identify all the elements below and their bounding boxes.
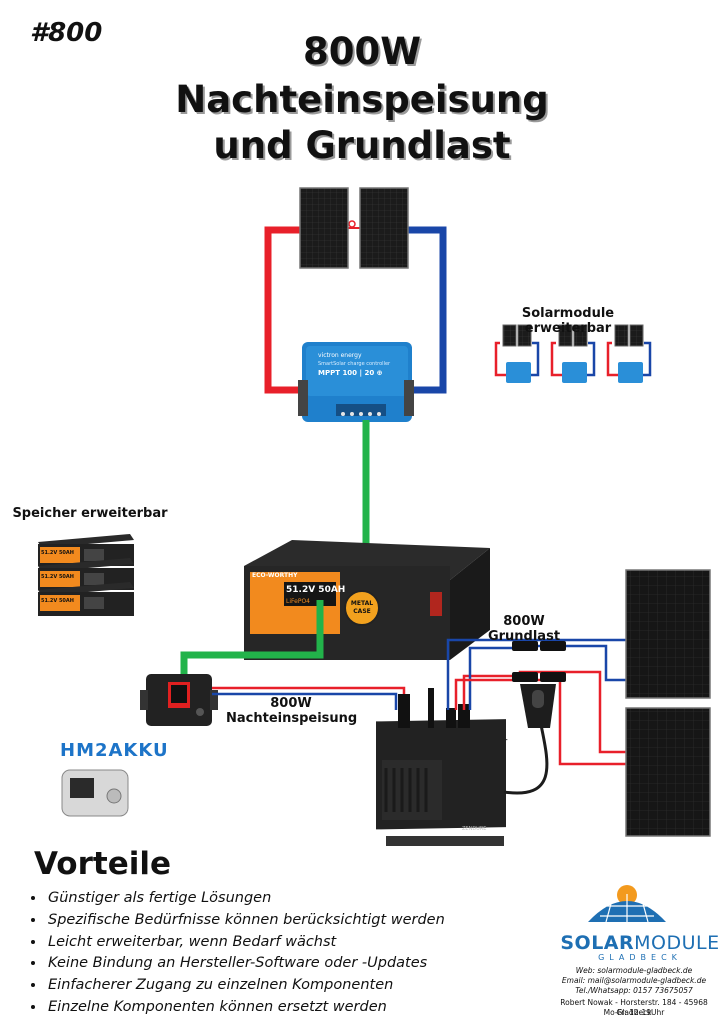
hm2akku-product-image: [61, 769, 129, 817]
solar-expansion-set: [494, 324, 652, 383]
list-item: Einfacherer Zugang zu einzelnen Komponen…: [46, 975, 445, 997]
label-solar-expandable: Solarmodule erweiterbar: [521, 306, 615, 336]
metal-case-badge-2: CASE: [353, 608, 371, 615]
title-line-1: 800W: [302, 30, 422, 73]
logo-module: MODULE: [634, 932, 720, 954]
product-tag: #800: [30, 18, 103, 48]
solar-panel-right-top: [625, 569, 711, 699]
controller-model: SmartSolar charge controller: [318, 361, 391, 367]
solar-panel-right-bottom: [625, 707, 711, 837]
dc-wire-battery-hm2akku: [180, 600, 324, 674]
contact-hours: Mo-Fr: 12-19Uhr: [603, 1008, 665, 1017]
ac-negative-night-feed: [212, 692, 398, 710]
benefits-heading: Vorteile: [34, 846, 172, 882]
list-item: Spezifische Bedürfnisse können berücksic…: [46, 910, 445, 932]
contact-address: Robert Nowak - Horsterstr. 184 - 45968 G…: [560, 998, 708, 1017]
solar-panel-left: [299, 187, 349, 269]
battery-brand: ECO-WORTHY: [252, 572, 298, 579]
ac-cable: [503, 719, 549, 795]
list-item: Leicht erweiterbar, wenn Bedarf wächst: [46, 932, 445, 954]
small-battery-rating-1: 51.2V 50AH: [41, 550, 74, 556]
mppt-charge-controller: [298, 342, 414, 422]
label-base-load: 800W Grundlast: [487, 614, 561, 644]
metal-case-badge-1: METAL: [350, 600, 374, 607]
solarmodule-logo-mark: [588, 885, 666, 923]
contact-web: Web: solarmodule-gladbeck.de: [575, 966, 693, 975]
list-item: Einzelne Komponenten können ersetzt werd…: [46, 997, 445, 1019]
positive-wire-top: [264, 226, 312, 394]
logo-solar: SOLAR: [560, 932, 635, 954]
list-item: Keine Bindung an Hersteller-Software ode…: [46, 953, 445, 975]
small-battery-rating-2: 51.2V 50AH: [41, 574, 74, 580]
hm2akku-device: [140, 674, 218, 726]
battery-chemistry: LiFePO4: [286, 598, 310, 605]
label-night-feed: 800W Nachteinspeisung: [226, 696, 358, 726]
micro-inverter: [376, 688, 508, 846]
company-logo-text: SOLARMODULE: [560, 932, 720, 954]
small-battery-rating-3: 51.2V 50AH: [41, 598, 74, 604]
main-battery: [244, 540, 490, 660]
solar-panel-right: [359, 187, 409, 269]
contact-phone: Tel./Whatsapp: 0157 73675057: [575, 986, 693, 995]
negative-wire-top: [402, 226, 447, 394]
label-hm2akku: HM2AKKU: [60, 740, 169, 761]
inverter-brand: ZENDURE: [462, 826, 487, 832]
list-item: Günstiger als fertige Lösungen: [46, 888, 445, 910]
battery-expansion-stack: [38, 534, 134, 616]
title-line-2: Nachteinspeisung: [175, 78, 549, 121]
controller-brand: victron energy: [318, 352, 362, 359]
battery-rating: 51.2V 50AH: [286, 585, 346, 595]
logo-subtitle: GLADBECK: [598, 953, 682, 962]
controller-rating: MPPT 100 | 20 ⊕: [318, 369, 383, 377]
label-storage-expandable: Speicher erweiterbar: [12, 506, 168, 521]
title-line-3: und Grundlast: [213, 124, 511, 167]
schuko-plug: [520, 684, 556, 728]
benefits-list: Günstiger als fertige Lösungen Spezifisc…: [28, 888, 445, 1019]
contact-email: Email: mail@solarmodule-gladbeck.de: [561, 976, 707, 985]
